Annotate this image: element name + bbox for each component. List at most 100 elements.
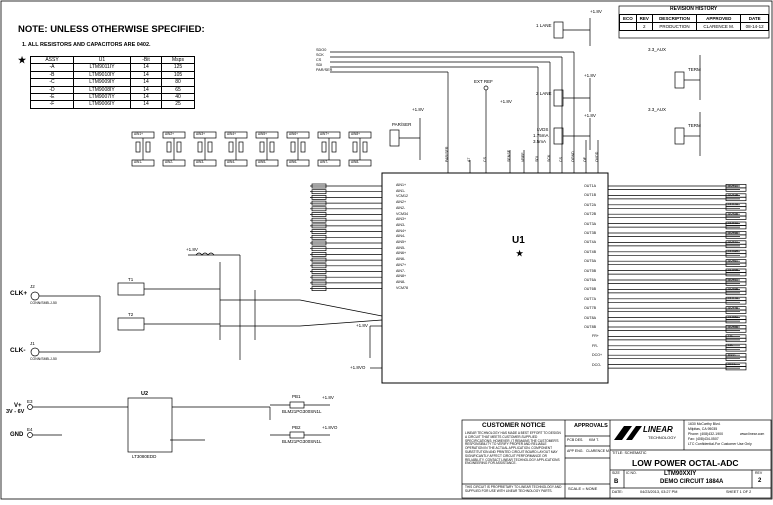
u1-left-port bbox=[311, 257, 327, 263]
u1-right-pin-label: OUT3A bbox=[584, 221, 596, 226]
ain-resistor bbox=[145, 141, 151, 153]
u1-left-pin-label: AIN5+ bbox=[396, 240, 407, 244]
ain-resistor bbox=[207, 141, 213, 153]
bus-label: SCK bbox=[316, 53, 324, 57]
assy-cell: -A bbox=[30, 63, 74, 72]
power-circuit bbox=[27, 397, 330, 453]
output-port-label: OUT7A bbox=[728, 296, 739, 301]
u1-left-port bbox=[311, 200, 327, 206]
ain-resistor bbox=[228, 141, 234, 153]
assy-cell: 25 bbox=[161, 100, 195, 109]
output-port-label: OUT2B bbox=[728, 211, 739, 216]
u2-label: U2 bbox=[141, 391, 149, 397]
output-port-label: OUT8B bbox=[728, 324, 739, 329]
title-block bbox=[461, 419, 772, 499]
u1-right-port bbox=[725, 215, 747, 220]
assy-cell: 14 bbox=[130, 63, 162, 72]
customer-notice-body: LINEAR TECHNOLOGY HAS MADE A BEST EFFORT… bbox=[465, 431, 561, 466]
ain-label-top: AIN5+ bbox=[258, 132, 267, 136]
revision-title: REVISION HISTORY bbox=[670, 6, 718, 12]
rev-label: REV bbox=[755, 471, 763, 475]
notes-title: NOTE: UNLESS OTHERWISE SPECIFIED: bbox=[18, 24, 205, 35]
ain-resistor bbox=[352, 141, 358, 153]
u1-top-pin-label: CS bbox=[559, 157, 563, 162]
pb2-label: PB2 bbox=[292, 425, 301, 430]
assy-cell: LTM9011IY bbox=[73, 63, 131, 72]
ain-label-top: AIN1+ bbox=[134, 132, 143, 136]
term1-label: TERM bbox=[688, 67, 701, 72]
u1-right-port bbox=[725, 319, 747, 324]
title-text: LOW POWER OCTAL-ADC bbox=[632, 458, 739, 468]
u1-right-port bbox=[725, 196, 747, 202]
u1-left-pin-label: VCM34 bbox=[396, 211, 408, 216]
revision-header-cell: ECO bbox=[619, 14, 637, 23]
ain-label-bottom: AIN3- bbox=[196, 160, 205, 164]
assy-cell: LTM9009IY bbox=[73, 78, 131, 87]
rail-pb2-label: +1.8VO bbox=[322, 425, 338, 430]
assy-cell: LTM9007IY bbox=[73, 93, 131, 102]
output-port-label: DCO+ bbox=[728, 352, 737, 357]
ain-resistor bbox=[269, 141, 275, 153]
u1-left-port bbox=[311, 263, 327, 269]
pb1-part: BLM21PG300SN1L bbox=[282, 409, 322, 414]
ain-resistor bbox=[197, 141, 203, 153]
u1-top-pin-label: CS bbox=[483, 157, 487, 162]
u1-right-pin-label: OUT4A bbox=[584, 240, 596, 245]
u1-right-pin-label: OUT8B bbox=[584, 325, 596, 329]
spi-bus bbox=[330, 51, 575, 173]
aux1-label: 3.3_AUX bbox=[648, 47, 667, 52]
clk-minus-label: CLK- bbox=[10, 347, 26, 354]
assy-cell: -C bbox=[30, 78, 74, 87]
u1-right-pin-label: FR- bbox=[592, 343, 598, 348]
u1-right-pin-label: DCO+ bbox=[592, 353, 603, 358]
u1-right-pin-label: DCO- bbox=[592, 362, 602, 367]
u1-left-port bbox=[311, 234, 327, 240]
assy-cell: -B bbox=[30, 70, 74, 80]
u1-supply-lines bbox=[369, 325, 382, 369]
assy-star: ★ bbox=[18, 55, 27, 65]
pb2-part: BLM21PG300SN1L bbox=[282, 439, 322, 444]
ain-label-top: AIN6+ bbox=[289, 132, 298, 136]
assy-cell: 65 bbox=[161, 85, 195, 95]
lane-jumpers bbox=[389, 18, 701, 160]
u1-right-port bbox=[725, 243, 747, 249]
u1-right-pin-label: OUT1B bbox=[584, 193, 596, 198]
revision-header-cell: DATE bbox=[740, 14, 769, 23]
date-value: 04/23/2013, 03:27 PM bbox=[640, 490, 678, 494]
ain-resistor bbox=[176, 141, 182, 153]
j1-label: J1 bbox=[30, 341, 35, 346]
output-port-label: DCO- bbox=[728, 362, 736, 367]
approvals-title: APPROVALS bbox=[574, 423, 608, 429]
rail-lane2-label: +1.8V bbox=[584, 73, 596, 78]
u1-left-port bbox=[311, 217, 327, 223]
u1-left-port bbox=[311, 212, 327, 217]
u1-left-pin-label: AIN5- bbox=[396, 245, 406, 250]
u1-left-pin-label: AIN6- bbox=[396, 257, 406, 262]
u1-left-port bbox=[311, 252, 327, 257]
clk-plus-label: CLK+ bbox=[10, 290, 28, 297]
rail-pb1-label: +1.8V bbox=[322, 395, 334, 400]
ain-label-bottom: AIN1- bbox=[134, 160, 143, 164]
assy-cell: -F bbox=[30, 100, 74, 109]
u1-right-pin-label: OUT8A bbox=[584, 315, 596, 320]
ain-label-top: AIN8+ bbox=[351, 132, 360, 136]
current1-label: 1.75mA bbox=[533, 133, 549, 138]
bus-label: PAR/SER bbox=[316, 68, 333, 72]
output-port-label: OUT7B bbox=[728, 305, 739, 310]
j1-type: CONN/SMB-J-50 bbox=[30, 357, 57, 361]
gnd-label: GND bbox=[10, 432, 24, 438]
ain-label-top: AIN3+ bbox=[196, 132, 205, 136]
u1-label: U1 bbox=[512, 235, 525, 246]
size-label: SIZE bbox=[612, 471, 620, 475]
u1-left-port bbox=[311, 269, 327, 274]
vplus-label: V+ bbox=[14, 403, 22, 409]
current2-label: 3.5mA bbox=[533, 139, 547, 144]
u1-left-port bbox=[311, 280, 327, 286]
u1-left-pin-label: AIN1- bbox=[396, 188, 406, 193]
ain-label-bottom: AIN5- bbox=[258, 160, 267, 164]
